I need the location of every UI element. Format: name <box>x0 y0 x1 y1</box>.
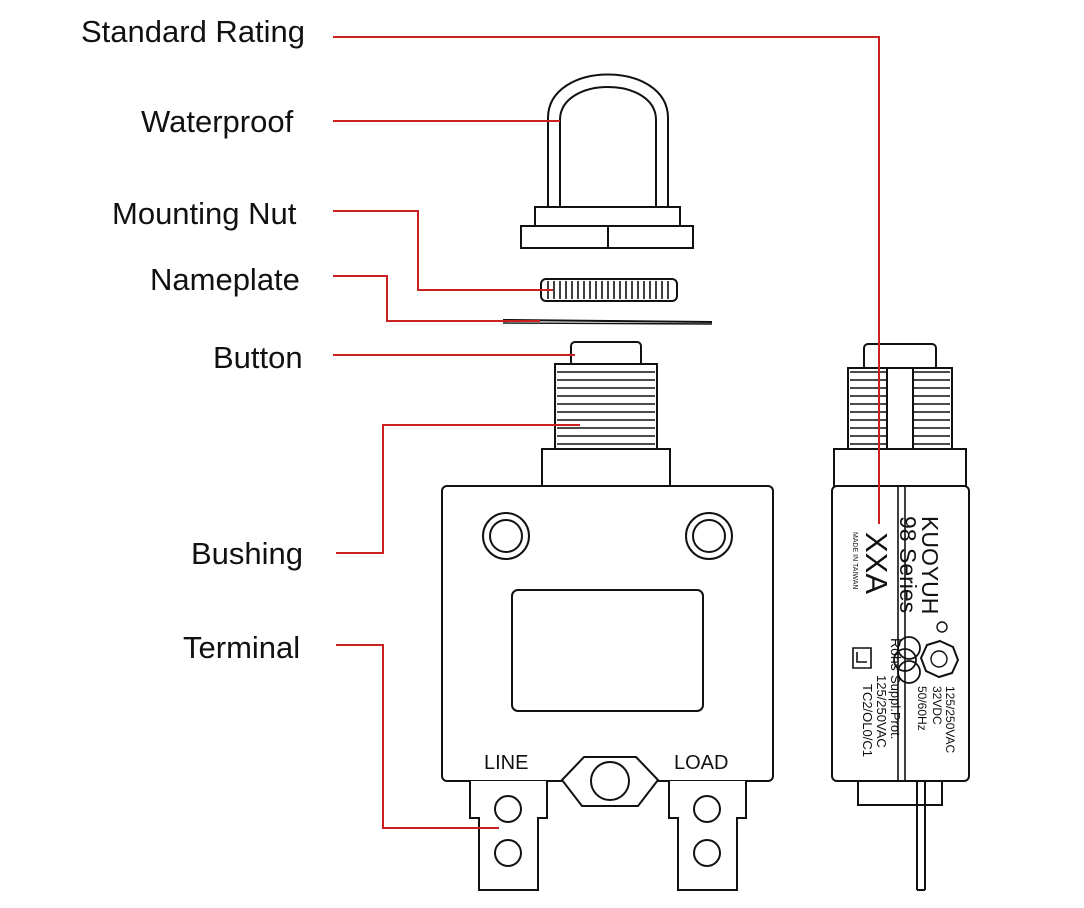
label-nameplate: Nameplate <box>150 262 300 297</box>
terminal-load <box>668 781 747 891</box>
side-nameplate-text: KUOYUH 98 Series XXA MADE IN TAIWAN 125/… <box>851 516 957 757</box>
side-rating: XXA <box>859 532 894 594</box>
label-mounting-nut: Mounting Nut <box>112 196 297 231</box>
side-tc-code: TC2/OL0/C1 <box>860 684 875 757</box>
registered-mark-icon <box>936 621 948 633</box>
ul-recognized-mark-icon <box>852 647 872 669</box>
side-series: 98 Series <box>895 516 921 613</box>
waterproof-cap <box>520 73 694 249</box>
side-frequency: 50/60Hz <box>915 686 929 731</box>
label-waterproof: Waterproof <box>141 104 294 139</box>
ccc-mark-icon <box>893 636 921 684</box>
label-bushing: Bushing <box>191 536 304 571</box>
side-body <box>831 485 970 891</box>
leader-terminal <box>336 644 499 829</box>
side-bushing <box>833 367 967 488</box>
terminal-line <box>469 781 548 891</box>
side-ac-rating-2: 125/250VAC <box>874 675 889 748</box>
label-window <box>511 589 704 712</box>
front-line-label: LINE <box>484 752 528 774</box>
leader-nameplate <box>333 275 540 322</box>
tuv-mark-icon <box>919 639 960 679</box>
front-bushing <box>541 363 671 488</box>
front-load-label: LOAD <box>674 752 728 774</box>
side-dc-rating: 32VDC <box>930 686 944 725</box>
side-button <box>863 343 937 371</box>
leader-lines <box>333 36 880 829</box>
leader-standard-rating <box>333 36 880 524</box>
leader-mounting-nut <box>333 210 553 291</box>
label-standard-rating: Standard Rating <box>81 14 306 49</box>
leader-bushing <box>336 424 580 554</box>
side-supply-prot: Suppl.Prot. <box>888 675 903 739</box>
label-terminal: Terminal <box>183 630 301 665</box>
label-button: Button <box>213 340 303 375</box>
front-button <box>570 341 642 367</box>
side-ac-rating-1: 125/250VAC <box>943 686 957 753</box>
side-made-in: MADE IN TAIWAN <box>851 532 858 589</box>
front-body <box>441 485 774 807</box>
mounting-nut <box>540 278 678 302</box>
side-brand: KUOYUH <box>917 516 943 614</box>
